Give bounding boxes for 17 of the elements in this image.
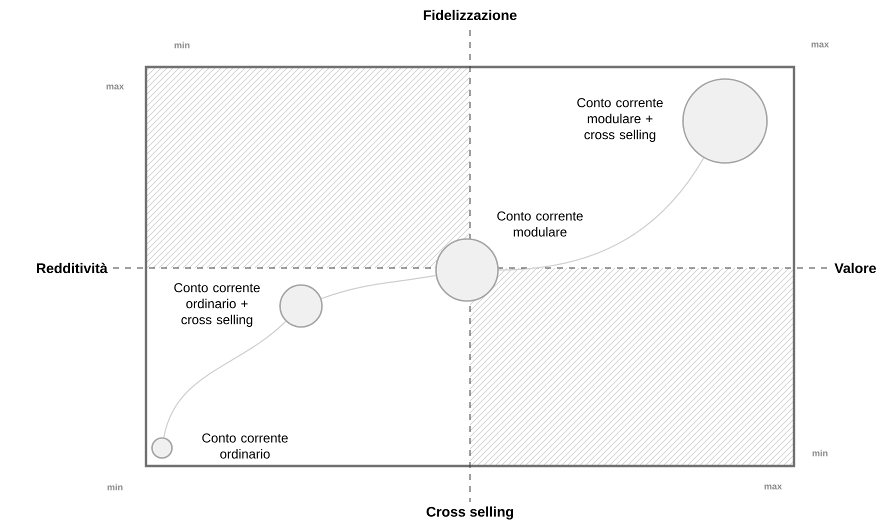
scale-label: min (108, 484, 122, 490)
bubble-label: Conto corrente ordinario + cross selling (174, 283, 260, 327)
bubble-label: Conto corrente modulare (497, 211, 583, 237)
axis-label: Cross selling (424, 504, 516, 522)
scale-label: min (812, 450, 828, 456)
connector-curve (498, 158, 704, 271)
scale-label: max (812, 42, 829, 48)
axis-label: Redditività (34, 260, 110, 276)
bubble-label: Conto corrente modulare + cross selling (577, 98, 663, 142)
bubble-label: Conto corrente ordinario (202, 433, 288, 459)
connector-curve (321, 274, 436, 300)
scale-label: max (106, 84, 124, 90)
axis-label: Fidelizzazione (420, 8, 520, 22)
scale-label: min (174, 42, 190, 48)
axis-label: Valore (832, 260, 878, 276)
scale-label: max (764, 484, 782, 490)
connector-curve (163, 320, 286, 438)
